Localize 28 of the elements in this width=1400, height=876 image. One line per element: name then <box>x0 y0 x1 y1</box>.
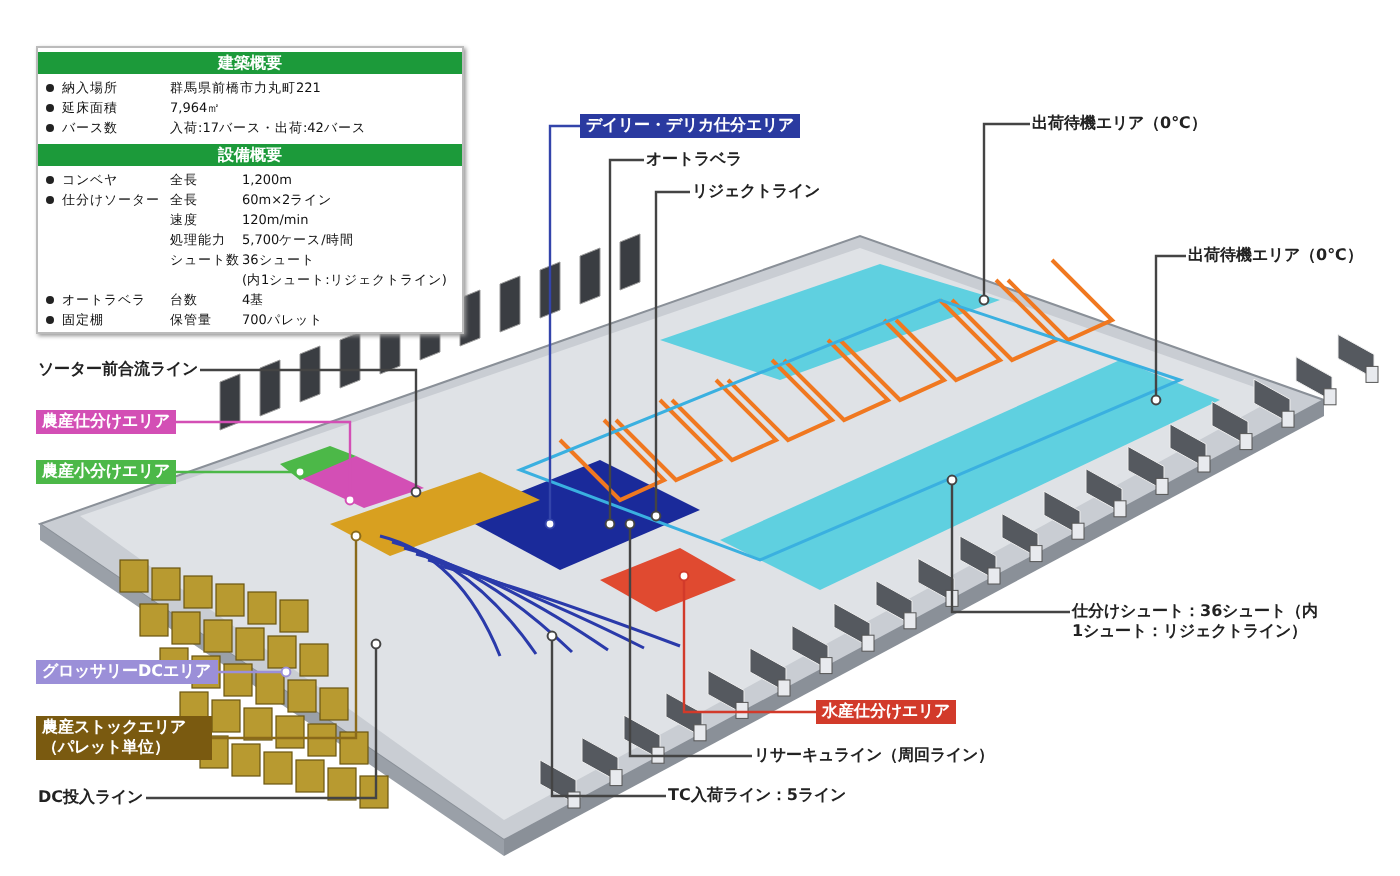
callout-label: オートラベラ <box>644 150 744 170</box>
leader-line <box>200 368 422 498</box>
leader-line <box>546 630 666 798</box>
leader-line <box>604 158 644 530</box>
leader-line <box>678 570 816 714</box>
table-header: 設備概要 <box>38 144 462 166</box>
callout-label: リジェクトライン <box>690 182 822 202</box>
area-tag: 農産仕分けエリア <box>36 410 176 434</box>
callout-label: DC投入ライン <box>36 788 146 808</box>
leader-line <box>624 518 752 758</box>
area-tag: 農産小分けエリア <box>36 460 176 484</box>
table-header: 建築概要 <box>38 52 462 74</box>
leader-line <box>212 530 362 740</box>
leader-line <box>946 474 1070 614</box>
leader-line <box>650 190 690 522</box>
area-tag: デイリー・デリカ仕分エリア <box>580 114 800 138</box>
leader-line <box>1150 254 1186 406</box>
leader-line <box>176 420 356 506</box>
leader-line <box>176 466 306 478</box>
callout-label: ソーター前合流ライン <box>36 360 200 380</box>
area-tag: 水産仕分けエリア <box>816 700 956 724</box>
area-tag: グロッサリーDCエリア <box>36 660 218 684</box>
callout-label: TC入荷ライン：5ライン <box>666 786 848 806</box>
leader-line <box>544 124 580 530</box>
leader-line <box>978 122 1030 306</box>
leader-line <box>217 666 292 678</box>
area-tag: 農産ストックエリア（パレット単位） <box>36 716 212 760</box>
leader-line <box>145 638 382 800</box>
